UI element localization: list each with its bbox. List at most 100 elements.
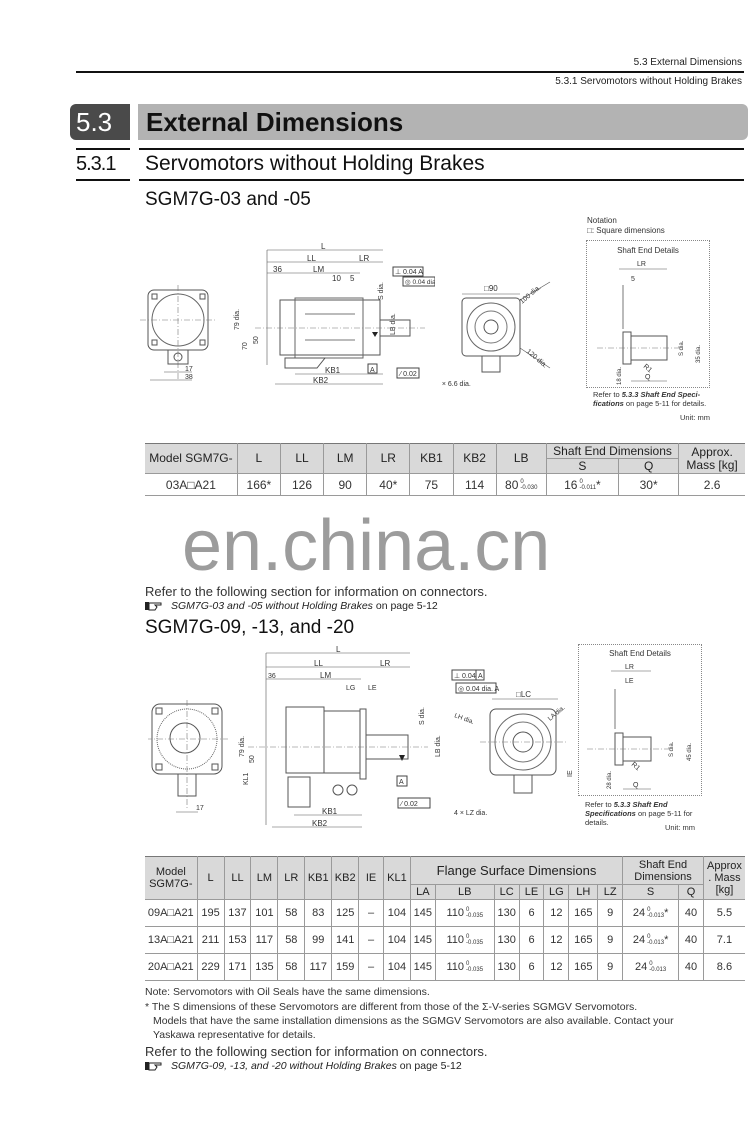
cell-Q: 30*	[618, 473, 680, 496]
svg-text:28 dia.: 28 dia.	[607, 771, 613, 789]
th-LB: LB	[495, 443, 547, 474]
svg-text:17: 17	[185, 366, 193, 373]
svg-text:S dia.: S dia.	[419, 707, 426, 725]
running-header-subsection: 5.3.1 Servomotors without Holding Brakes	[555, 76, 742, 87]
th-LR: LR	[277, 856, 306, 900]
drawing-flange-view-03: □90 100 dia. 120 dia. 4 × 6.6 dia.	[440, 280, 560, 390]
svg-text:18 dia.: 18 dia.	[617, 367, 623, 385]
th-KL1: KL1	[382, 856, 411, 900]
svg-text:□90: □90	[484, 284, 498, 293]
th-LR: LR	[366, 443, 411, 474]
model-group-title-03-05: SGM7G-03 and -05	[145, 189, 311, 210]
xref-link-03[interactable]: SGM7G-03 and -05 without Holding Brakes	[171, 600, 373, 612]
svg-text:LA dia.: LA dia.	[547, 704, 567, 722]
connector-refer-text-03: Refer to the following section for infor…	[145, 584, 488, 599]
svg-text:Q: Q	[645, 374, 651, 381]
th-L: L	[196, 856, 225, 900]
svg-text:LG: LG	[346, 685, 355, 692]
svg-text:S dia.: S dia.	[378, 282, 385, 300]
th-LH: LH	[568, 884, 599, 900]
svg-text:LL: LL	[314, 659, 323, 668]
svg-text:IE: IE	[567, 770, 574, 777]
svg-text:LR: LR	[625, 664, 634, 671]
th-mass: Approx . Mass [kg]	[702, 856, 745, 900]
th-LZ: LZ	[597, 884, 624, 900]
th-model: Model SGM7G-	[145, 856, 198, 900]
svg-text:79 dia.: 79 dia.	[234, 309, 241, 330]
svg-text:R1: R1	[642, 363, 653, 374]
svg-text:KL1: KL1	[243, 772, 250, 785]
notes-block: Note: Servomotors with Oil Seals have th…	[145, 985, 745, 1042]
svg-text:35 dia.: 35 dia.	[696, 345, 702, 363]
th-flange-surface: Flange Surface Dimensions	[409, 856, 624, 885]
shaft-end-spec-link-2[interactable]: 5.3.3 Shaft End Specifications	[585, 800, 668, 818]
svg-text:⊥ 0.04 A: ⊥ 0.04 A	[395, 269, 423, 276]
subsection-rule-bottom-right	[139, 179, 744, 181]
svg-text:LL: LL	[307, 254, 316, 263]
section-number: 5.3	[70, 104, 130, 140]
table-row: 20A□A21 229 171 135 58 117 159 – 104 145…	[145, 953, 745, 981]
th-S: S	[546, 458, 620, 474]
notation-block: Notation □: Square dimensions	[587, 216, 665, 236]
connector-xref-09: SGM7G-09, -13, and -20 without Holding B…	[145, 1060, 462, 1072]
svg-text:5: 5	[350, 274, 355, 283]
th-Q: Q	[618, 458, 679, 474]
th-KB1: KB1	[304, 856, 333, 900]
svg-text:LE: LE	[625, 678, 634, 685]
note-s-dimensions: * The S dimensions of these Servomotors …	[145, 1001, 638, 1013]
th-LM: LM	[323, 443, 368, 474]
header-rule	[76, 71, 744, 73]
svg-text:◎ 0.04 dia. A: ◎ 0.04 dia. A	[458, 686, 499, 693]
th-L: L	[236, 443, 281, 474]
svg-text:L: L	[336, 645, 341, 654]
svg-text:36: 36	[268, 673, 276, 680]
svg-text:S dia.: S dia.	[679, 340, 685, 356]
xref-link-09[interactable]: SGM7G-09, -13, and -20 without Holding B…	[171, 1060, 397, 1072]
svg-text:⁄ 0.02: ⁄ 0.02	[398, 371, 417, 378]
subsection-number: 5.3.1	[76, 153, 116, 175]
svg-text:Q: Q	[633, 782, 639, 789]
th-shaft-end: Shaft End Dimensions	[545, 443, 680, 459]
th-KB2: KB2	[452, 443, 497, 474]
svg-text:S dia.: S dia.	[669, 741, 675, 757]
svg-text:LR: LR	[380, 659, 390, 668]
unit-label-09: Unit: mm	[665, 823, 695, 832]
shaft-end-spec-link[interactable]: 5.3.3 Shaft End Speci-fications	[593, 390, 701, 408]
cell-KB2: 114	[452, 473, 497, 496]
svg-text:KB2: KB2	[312, 819, 328, 828]
th-Q: Q	[678, 884, 704, 900]
svg-text:⁄ 0.02: ⁄ 0.02	[399, 801, 418, 808]
cell-LM: 90	[323, 473, 368, 496]
svg-text:LM: LM	[320, 671, 331, 680]
cell-LL: 126	[279, 473, 325, 496]
drawing-side-view-09: L LL LR 36 LM LG LE KB1 KB2 79 dia. 50 K…	[228, 645, 443, 830]
model-group-title-09-13-20: SGM7G-09, -13, and -20	[145, 617, 355, 638]
svg-text:LE: LE	[368, 685, 377, 692]
note-oil-seals: Note: Servomotors with Oil Seals have th…	[145, 986, 430, 998]
th-LE: LE	[518, 884, 545, 900]
svg-text:50: 50	[249, 755, 256, 763]
svg-text:10: 10	[332, 274, 341, 283]
cell-mass: 2.6	[678, 473, 745, 496]
svg-text:36: 36	[273, 265, 282, 274]
dimensions-table-03-05: Model SGM7G- L LL LM LR KB1 KB2 LB Shaft…	[145, 443, 745, 496]
svg-text:50: 50	[253, 336, 260, 344]
dimensions-table-09-13-20: Model SGM7G- L LL LM LR KB1 KB2 IE KL1 F…	[145, 856, 745, 981]
shaft-end-details-03: Shaft End Details LR 5 S dia. 35 dia. 18…	[586, 240, 710, 388]
shaft-end-refer-09: Refer to 5.3.3 Shaft End Specifications …	[585, 800, 693, 827]
unit-label-03: Unit: mm	[680, 413, 710, 422]
subsection-rule-bottom-left	[76, 179, 130, 181]
th-KB1: KB1	[409, 443, 454, 474]
th-LG: LG	[543, 884, 570, 900]
th-LA: LA	[410, 884, 436, 900]
subsection-rule-top-left	[76, 148, 130, 150]
shaft-end-title-2: Shaft End Details	[609, 649, 671, 658]
th-LL: LL	[279, 443, 325, 474]
shaft-end-refer-03: Refer to 5.3.3 Shaft End Speci-fications…	[593, 390, 707, 408]
th-KB2: KB2	[331, 856, 360, 900]
svg-text:KB1: KB1	[322, 807, 338, 816]
svg-text:45 dia.: 45 dia.	[687, 743, 693, 761]
svg-text:◎ 0.04 dia. A: ◎ 0.04 dia. A	[405, 279, 435, 286]
section-title: External Dimensions	[138, 104, 748, 140]
